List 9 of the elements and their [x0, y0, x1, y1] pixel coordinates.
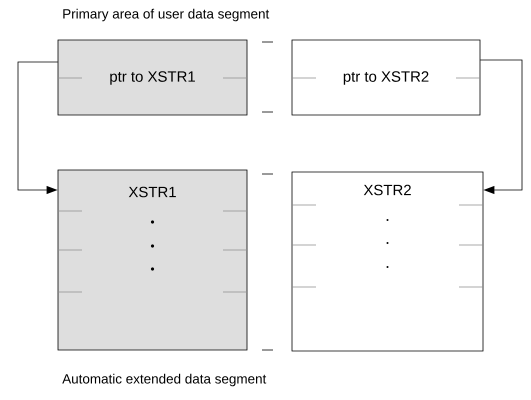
block-label: ptr to XSTR2 [340, 68, 432, 88]
arrow [480, 60, 522, 194]
memory-block [292, 172, 484, 352]
segment-caption: Primary area of user data segment [63, 8, 270, 22]
block-label: XSTR1 [125, 184, 180, 200]
segment-caption: Automatic extended data segment [62, 374, 266, 386]
block-label: ptr to XSTR1 [106, 68, 199, 88]
memory-block [58, 170, 248, 350]
block-label: XSTR2 [360, 182, 415, 198]
